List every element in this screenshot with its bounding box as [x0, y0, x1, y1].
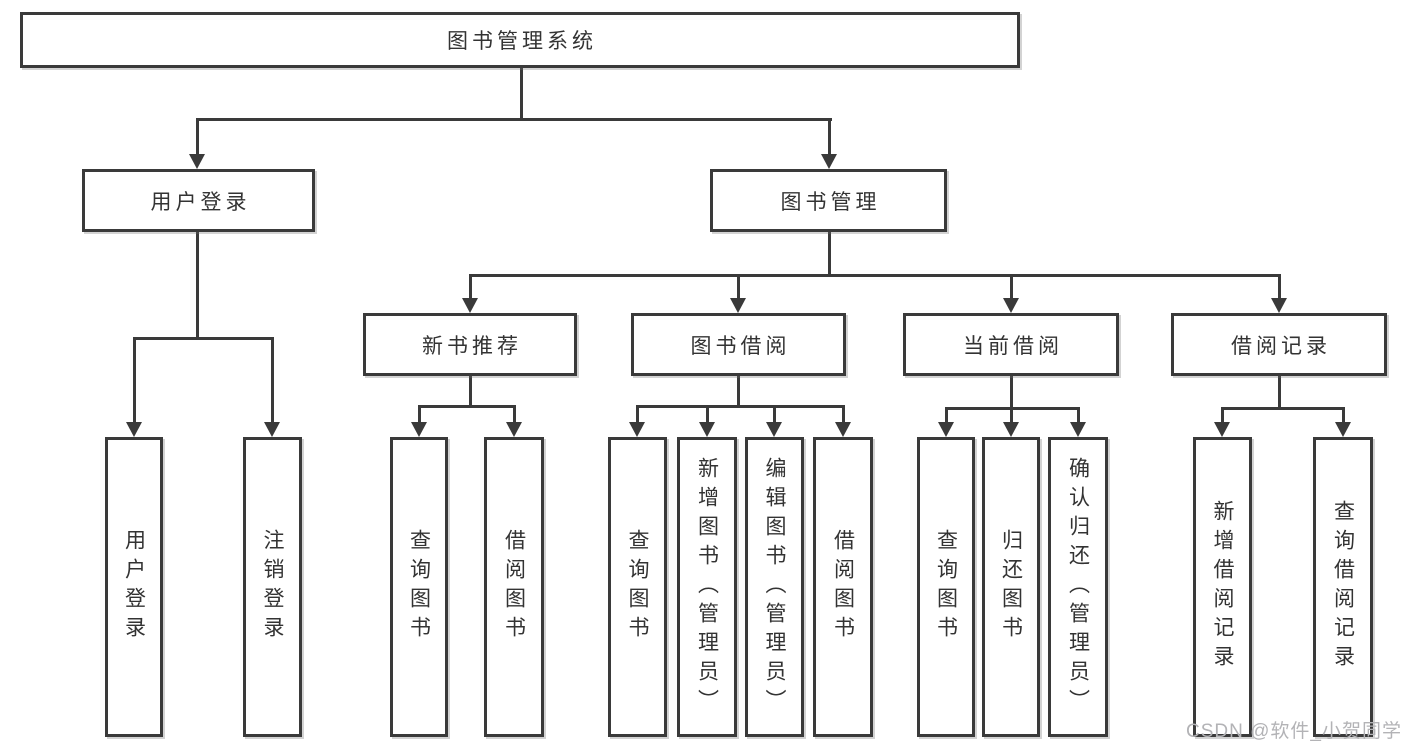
- arrowhead-icon: [1003, 298, 1019, 313]
- arrowhead-icon: [189, 154, 205, 169]
- arrowhead-icon: [462, 298, 478, 313]
- arrowhead-icon: [1271, 298, 1287, 313]
- connector-stub: [1010, 407, 1013, 424]
- leaf-borrow-book-1-label: 借阅图书: [502, 529, 526, 645]
- node-book-management: 图书管理: [710, 169, 947, 232]
- connector-stub: [828, 118, 831, 156]
- connector-recommend-vertical: [469, 376, 472, 405]
- connector-root-horizontal: [196, 118, 832, 121]
- arrowhead-icon: [1214, 422, 1230, 437]
- connector-stub: [636, 405, 639, 424]
- leaf-logout-label: 注销登录: [261, 529, 284, 645]
- connector-stub: [1077, 407, 1080, 424]
- node-user-login: 用户登录: [82, 169, 315, 232]
- leaf-logout: 注销登录: [243, 437, 302, 737]
- connector-user-login-vertical: [196, 232, 199, 337]
- leaf-borrow-book-1: 借阅图书: [484, 437, 544, 737]
- leaf-query-book-2: 查询图书: [608, 437, 667, 737]
- leaf-borrow-book-2-label: 借阅图书: [831, 529, 855, 645]
- connector-records-horizontal: [1221, 407, 1345, 410]
- arrowhead-icon: [1070, 422, 1086, 437]
- connector-stub: [1010, 274, 1013, 300]
- leaf-edit-book-admin: 编辑图书（管理员）: [745, 437, 804, 737]
- node-book-borrowing-label: 图书借阅: [690, 334, 791, 358]
- leaf-user-login-label: 用户登录: [122, 529, 146, 645]
- connector-book-mgmt-horizontal: [469, 274, 1281, 277]
- connector-stub: [773, 405, 776, 424]
- leaf-user-login: 用户登录: [105, 437, 163, 737]
- connector-records-vertical: [1278, 376, 1281, 407]
- node-user-login-label: 用户登录: [150, 190, 251, 214]
- arrowhead-icon: [126, 422, 142, 437]
- leaf-return-book-label: 归还图书: [999, 529, 1023, 645]
- leaf-query-book-3: 查询图书: [917, 437, 975, 737]
- connector-root-vertical: [520, 68, 523, 118]
- connector-stub: [1342, 407, 1345, 424]
- connector-user-login-horizontal: [133, 337, 274, 340]
- connector-borrowing-vertical: [737, 376, 740, 405]
- arrowhead-icon: [835, 422, 851, 437]
- csdn-watermark: CSDN @软件_小贺同学: [1186, 721, 1402, 742]
- connector-stub: [737, 274, 740, 300]
- node-current-borrowing-label: 当前借阅: [963, 334, 1063, 358]
- connector-stub: [418, 405, 421, 424]
- node-borrowing-records-label: 借阅记录: [1231, 334, 1331, 358]
- connector-stub: [271, 337, 274, 424]
- arrowhead-icon: [730, 298, 746, 313]
- node-borrowing-records: 借阅记录: [1171, 313, 1387, 376]
- connector-borrowing-horizontal: [636, 405, 845, 408]
- connector-stub: [133, 337, 136, 424]
- leaf-confirm-return-admin-label: 确认归还（管理员）: [1066, 456, 1090, 718]
- leaf-edit-book-admin-label: 编辑图书（管理员）: [763, 456, 786, 718]
- arrowhead-icon: [411, 422, 427, 437]
- leaf-borrow-book-2: 借阅图书: [813, 437, 873, 737]
- connector-recommend-horizontal: [418, 405, 516, 408]
- leaf-add-book-admin: 新增图书（管理员）: [677, 437, 737, 737]
- connector-stub: [842, 405, 845, 424]
- connector-stub: [1278, 274, 1281, 300]
- leaf-return-book: 归还图书: [982, 437, 1040, 737]
- arrowhead-icon: [506, 422, 522, 437]
- node-book-borrowing: 图书借阅: [631, 313, 846, 376]
- leaf-query-book-1: 查询图书: [390, 437, 448, 737]
- leaf-query-borrow-record: 查询借阅记录: [1313, 437, 1373, 737]
- arrowhead-icon: [766, 422, 782, 437]
- connector-stub: [706, 405, 709, 424]
- connector-book-mgmt-vertical: [828, 232, 831, 274]
- connector-stub: [513, 405, 516, 424]
- leaf-add-borrow-record: 新增借阅记录: [1193, 437, 1252, 737]
- arrowhead-icon: [629, 422, 645, 437]
- arrowhead-icon: [1335, 422, 1351, 437]
- node-new-book-recommend: 新书推荐: [363, 313, 577, 376]
- connector-stub: [945, 407, 948, 424]
- leaf-query-book-1-label: 查询图书: [407, 529, 431, 645]
- connector-stub: [469, 274, 472, 300]
- leaf-add-borrow-record-label: 新增借阅记录: [1211, 500, 1234, 674]
- node-root: 图书管理系统: [20, 12, 1020, 68]
- arrowhead-icon: [264, 422, 280, 437]
- arrowhead-icon: [938, 422, 954, 437]
- node-new-book-recommend-label: 新书推荐: [422, 334, 522, 358]
- arrowhead-icon: [1003, 422, 1019, 437]
- node-book-management-label: 图书管理: [780, 190, 881, 214]
- leaf-confirm-return-admin: 确认归还（管理员）: [1048, 437, 1108, 737]
- connector-stub: [1221, 407, 1224, 424]
- leaf-query-book-3-label: 查询图书: [934, 529, 958, 645]
- arrowhead-icon: [821, 154, 837, 169]
- leaf-query-book-2-label: 查询图书: [626, 529, 649, 645]
- leaf-query-borrow-record-label: 查询借阅记录: [1331, 500, 1355, 674]
- connector-current-vertical: [1010, 376, 1013, 407]
- node-root-label: 图书管理系统: [447, 30, 597, 53]
- leaf-add-book-admin-label: 新增图书（管理员）: [695, 456, 719, 718]
- node-current-borrowing: 当前借阅: [903, 313, 1119, 376]
- arrowhead-icon: [699, 422, 715, 437]
- connector-stub: [196, 118, 199, 156]
